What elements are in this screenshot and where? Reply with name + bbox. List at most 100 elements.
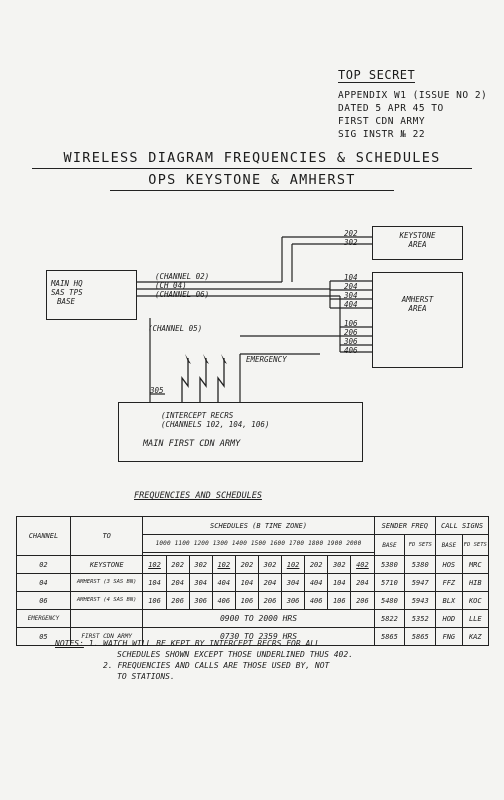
cell-freq: 402	[350, 555, 375, 574]
amherst-area-label: AREA	[408, 304, 427, 313]
header-call-signs: CALL SIGNS	[435, 516, 489, 535]
cell-freq: 306	[281, 591, 306, 610]
cell-call-base: HOS	[435, 555, 463, 574]
cell-call-fd: KOC	[461, 591, 490, 610]
time-label: 1700	[289, 540, 305, 547]
cell-channel: EMERGENCY	[16, 609, 71, 628]
cell-freq: 204	[165, 573, 190, 592]
cell-freq: 302	[188, 555, 213, 574]
time-label: 1300	[212, 540, 228, 547]
cell-base: 5822	[373, 609, 406, 628]
cell-freq: 404	[304, 573, 329, 592]
freq-106: 106	[344, 319, 358, 328]
cell-to: AMHERST (4 SAS BN)	[69, 591, 144, 610]
cell-schedule-span: 0730 TO 2359 HRS	[142, 627, 375, 646]
header-line-instr: SIG INSTR № 22	[338, 129, 426, 140]
cell-fd: 5380	[404, 555, 437, 574]
time-label: 1400	[231, 540, 248, 547]
freq-305: 305	[150, 386, 164, 395]
title-underline	[32, 168, 472, 170]
cell-freq: 304	[281, 573, 306, 592]
cell-fd: 5947	[404, 573, 437, 592]
note-2-line-1: 2. FREQUENCIES AND CALLS ARE THOSE USED …	[103, 661, 330, 670]
cell-freq: 102	[211, 555, 236, 574]
amherst-label: AMHERST	[401, 295, 434, 304]
cell-base: 5865	[373, 627, 406, 646]
subtitle-underline	[110, 190, 394, 192]
cell-call-base: HOD	[435, 609, 463, 628]
page-title: WIRELESS DIAGRAM FREQUENCIES & SCHEDULES	[63, 150, 441, 166]
freq-404: 404	[344, 300, 358, 309]
cell-channel: 05	[16, 627, 71, 646]
cell-freq: 304	[188, 573, 213, 592]
keystone-label: KEYSTONE	[399, 231, 436, 240]
cell-freq: 102	[142, 555, 167, 574]
header-to: TO	[69, 516, 144, 556]
notes-section: NOTES: 1. WATCH WILL BE KEPT BY INTERCEP…	[55, 638, 353, 682]
channel-06-label: (CHANNEL 06)	[155, 290, 210, 299]
main-army-label: MAIN FIRST CDN ARMY	[143, 439, 241, 449]
cell-freq: 302	[327, 555, 352, 574]
time-label: 1500	[250, 540, 267, 547]
header-base: BASE	[373, 534, 406, 556]
cell-base: 5710	[373, 573, 406, 592]
notes-label: NOTES:	[55, 639, 84, 648]
cell-freq: 202	[304, 555, 329, 574]
cell-freq: 206	[350, 591, 375, 610]
table-row: EMERGENCY 0900 TO 2000 HRS 5822 5352 HOD…	[16, 609, 490, 628]
time-label: 1600	[269, 540, 286, 547]
cell-freq: 106	[142, 591, 167, 610]
keystone-area-label: AREA	[408, 240, 427, 249]
channel-05-label: (CHANNEL 05)	[148, 324, 203, 333]
table-row: 05 FIRST CDN ARMY 0730 TO 2359 HRS 5865 …	[16, 627, 490, 646]
freq-304: 304	[344, 291, 358, 300]
cell-call-base: FFZ	[435, 573, 463, 592]
freq-302: 302	[344, 238, 358, 247]
header-channel: CHANNEL	[16, 516, 71, 556]
main-hq-label-3: BASE	[57, 297, 76, 306]
emergency-label: EMERGENCY	[246, 355, 287, 364]
cell-fd: 5943	[404, 591, 437, 610]
freq-202: 202	[344, 229, 358, 238]
note-2-line-2: TO STATIONS.	[117, 672, 175, 681]
table-header-row: CHANNEL TO SCHEDULES (B TIME ZONE) SENDE…	[16, 516, 489, 556]
amherst-area-box: AMHERST AREA	[372, 272, 463, 368]
schedules-heading: FREQUENCIES AND SCHEDULES	[134, 491, 262, 501]
cell-schedule-span: 0900 TO 2000 HRS	[142, 609, 375, 628]
cell-to: KEYSTONE	[69, 555, 144, 574]
cell-freq: 204	[257, 573, 283, 592]
cell-call-fd: HIB	[461, 573, 490, 592]
intercept-label-2: (CHANNELS 102, 104, 106)	[161, 420, 270, 429]
cell-to: AMHERST (3 SAS BN)	[69, 573, 144, 592]
main-hq-box: MAIN HQ SAS TPS BASE	[46, 270, 137, 320]
cell-call-base: BLX	[435, 591, 463, 610]
channel-04-label: (CH 04)	[155, 281, 187, 290]
main-hq-label-2: SAS TPS	[51, 288, 83, 297]
cell-base: 5380	[373, 555, 406, 574]
cell-call-base: FNG	[435, 627, 463, 646]
freq-206: 206	[344, 328, 358, 337]
cell-freq: 104	[234, 573, 259, 592]
cell-call-fd: KAZ	[461, 627, 490, 646]
cell-freq: 206	[257, 591, 283, 610]
header-line-army: FIRST CDN ARMY	[338, 116, 426, 127]
cell-freq: 106	[327, 591, 352, 610]
table-row: 06 AMHERST (4 SAS BN) 106 206 306 406 10…	[16, 591, 490, 610]
time-label: 2000	[346, 540, 362, 547]
time-label: 1000	[155, 540, 171, 547]
header-fd-sets-call: FD SETS	[461, 534, 490, 556]
table-times-row: 1000 1100 1200 1300 1400 1500 1600 1700 …	[17, 534, 490, 556]
cell-freq: 206	[165, 591, 190, 610]
cell-freq: 102	[281, 555, 306, 574]
table-row: 02 KEYSTONE 102 202 302 102 202 302 102 …	[16, 555, 490, 574]
header-times: 1000 1100 1200 1300 1400 1500 1600 1700 …	[142, 534, 375, 553]
time-label: 1800	[308, 540, 324, 547]
header-schedules: SCHEDULES (B TIME ZONE)	[142, 516, 375, 535]
cell-fd: 5865	[404, 627, 437, 646]
page-subtitle: OPS KEYSTONE & AMHERST	[148, 172, 356, 188]
schedules-table: CHANNEL TO SCHEDULES (B TIME ZONE) SENDE…	[16, 516, 490, 646]
header-line-date: DATED 5 APR 45 TO	[338, 103, 444, 114]
cell-freq: 202	[234, 555, 259, 574]
time-label: 1200	[193, 540, 209, 547]
header-base-call: BASE	[435, 534, 463, 556]
